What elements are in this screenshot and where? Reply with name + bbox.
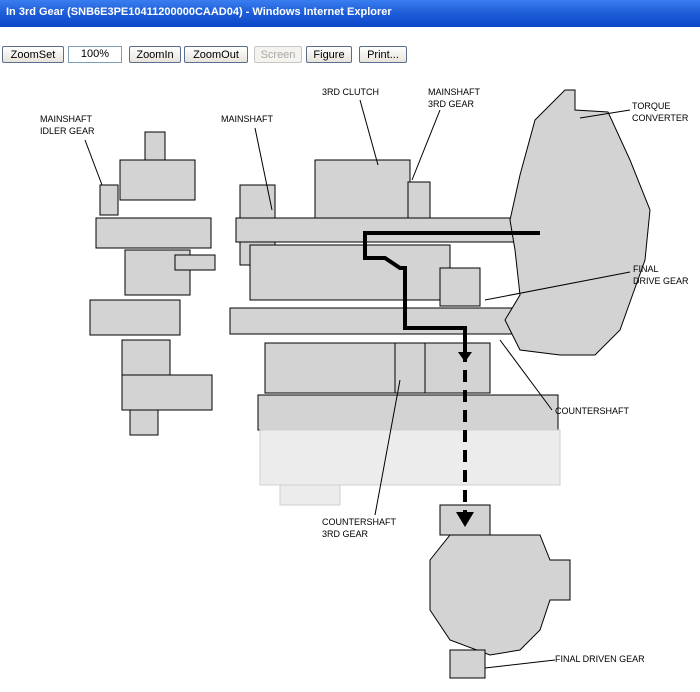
idler-mid-block	[89, 299, 181, 336]
label-torque-converter-2: CONVERTER	[632, 113, 689, 123]
final-driven-gear	[449, 649, 486, 679]
figure-button[interactable]: Figure	[306, 46, 352, 63]
differential-case	[429, 534, 571, 656]
idler-lower-block	[121, 339, 171, 376]
idler-gear-teeth	[99, 184, 119, 216]
label-countershaft-3rd-gear-1: COUNTERSHAFT	[322, 517, 396, 527]
power-flow-arrow-1	[458, 352, 472, 362]
label-countershaft: COUNTERSHAFT	[555, 406, 629, 416]
label-countershaft-3rd-gear-2: 3RD GEAR	[322, 529, 369, 539]
label-torque-converter-1: TORQUE	[632, 101, 671, 111]
label-3rd-clutch: 3RD CLUTCH	[322, 87, 380, 97]
print-button[interactable]: Print...	[359, 46, 407, 63]
label-final-driven-gear: FINAL DRIVEN GEAR	[555, 654, 645, 664]
label-final-drive-gear-2: DRIVE GEAR	[633, 276, 689, 286]
window-title: In 3rd Gear (SNB6E3PE10411200000CAAD04) …	[6, 6, 392, 18]
countershaft-3rd-gear	[394, 342, 426, 394]
window-titlebar[interactable]: In 3rd Gear (SNB6E3PE10411200000CAAD04) …	[0, 0, 700, 27]
idler-gear-body	[119, 159, 196, 201]
power-flow-path	[363, 231, 540, 350]
toolbar: ZoomSet 100% ZoomIn ZoomOut Screen Figur…	[0, 27, 700, 75]
idler-shaft	[95, 217, 212, 249]
label-final-drive-gear-1: FINAL	[633, 264, 659, 274]
idler-bottom-stub	[129, 409, 159, 436]
torque-converter	[504, 89, 651, 356]
idler-bottom-block	[121, 374, 213, 411]
screen-button[interactable]: Screen	[254, 46, 302, 63]
transmission-diagram: MAINSHAFT IDLER GEAR MAINSHAFT 3RD CLUTC…	[0, 75, 700, 692]
countershaft-clutch	[264, 342, 491, 394]
label-mainshaft-idler-gear-1: MAINSHAFT	[40, 114, 93, 124]
mainshaft-lower-gears	[249, 244, 451, 301]
label-mainshaft-3rd-gear-1: MAINSHAFT	[428, 87, 481, 97]
zoom-in-button[interactable]: ZoomIn	[129, 46, 181, 63]
zoomset-button[interactable]: ZoomSet	[2, 46, 64, 63]
label-mainshaft: MAINSHAFT	[221, 114, 274, 124]
idler-flange	[174, 254, 216, 271]
third-clutch	[314, 159, 411, 219]
mainshaft-3rd-gear	[407, 181, 431, 219]
transmission-diagram-svg	[84, 89, 651, 679]
zoom-level-field[interactable]: 100%	[68, 46, 122, 63]
idler-gear-top	[144, 131, 166, 163]
final-drive-gear	[439, 267, 481, 307]
lower-housing	[257, 394, 559, 431]
zoom-out-button[interactable]: ZoomOut	[184, 46, 248, 63]
label-mainshaft-3rd-gear-2: 3RD GEAR	[428, 99, 475, 109]
power-flow-arrow-2	[456, 512, 474, 527]
label-mainshaft-idler-gear-2: IDLER GEAR	[40, 126, 95, 136]
